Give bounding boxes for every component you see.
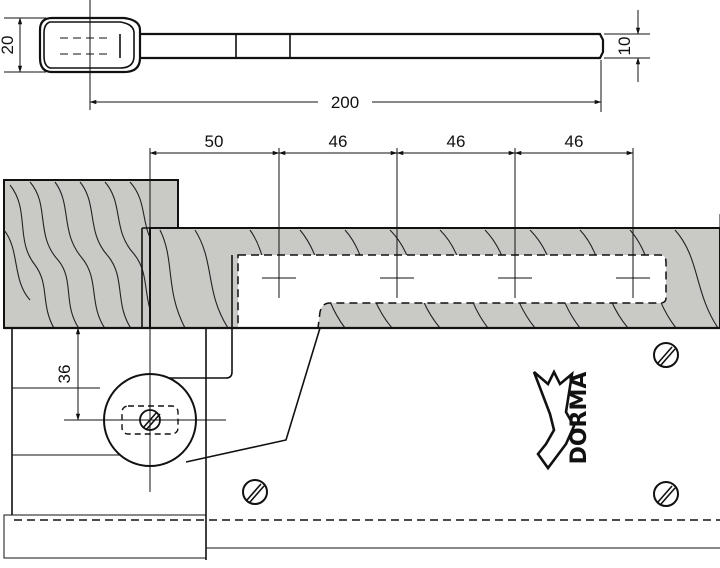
dim-shaft-height: 10	[615, 37, 634, 56]
brand-logo-icon: DORMA	[532, 369, 592, 471]
dim-head-height: 20	[0, 36, 17, 55]
dim-total-length: 200	[331, 93, 359, 112]
screw-icon	[653, 481, 679, 507]
front-view-assembly: 50 46 46 46 36 DORMA	[3, 132, 720, 560]
brand-logo-text: DORMA	[567, 372, 592, 465]
dim-spacing-2: 46	[329, 132, 348, 151]
screw-icon	[242, 479, 268, 505]
top-view-arm: 20 10 200	[0, 0, 650, 112]
screw-icon	[653, 342, 679, 368]
dim-vertical: 36	[55, 365, 74, 384]
dim-spacing-3: 46	[447, 132, 466, 151]
dim-spacing-4: 46	[565, 132, 584, 151]
dim-spacing-1: 50	[205, 132, 224, 151]
